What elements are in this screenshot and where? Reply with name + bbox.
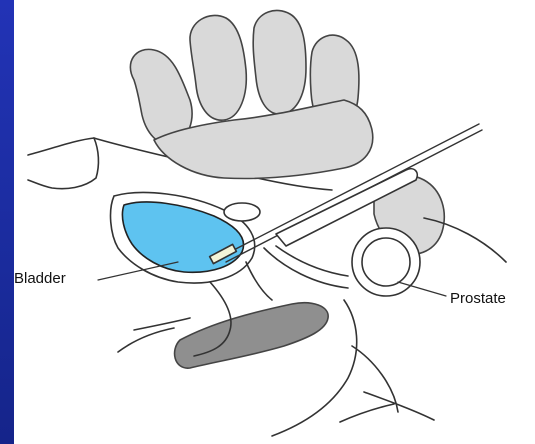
anatomy-image-panel: Bladder Prostate <box>14 0 535 444</box>
prostate-label: Prostate <box>450 291 506 306</box>
prostate-biopsy-illustration <box>14 0 535 444</box>
lower-outline-3 <box>118 328 174 352</box>
pubic-bone <box>224 203 260 221</box>
skin-line-1 <box>364 392 434 420</box>
skin-line-2 <box>340 404 394 422</box>
bladder-leader-line <box>98 262 178 280</box>
urethra <box>246 262 272 300</box>
finger-2 <box>190 15 246 120</box>
finger-3 <box>253 10 306 114</box>
rectum <box>175 303 329 368</box>
abdomen-outline <box>28 138 98 189</box>
vessel-2 <box>276 246 348 276</box>
lower-outline-2 <box>134 318 190 330</box>
bladder-label: Bladder <box>14 271 66 286</box>
vessel-1 <box>264 248 348 288</box>
